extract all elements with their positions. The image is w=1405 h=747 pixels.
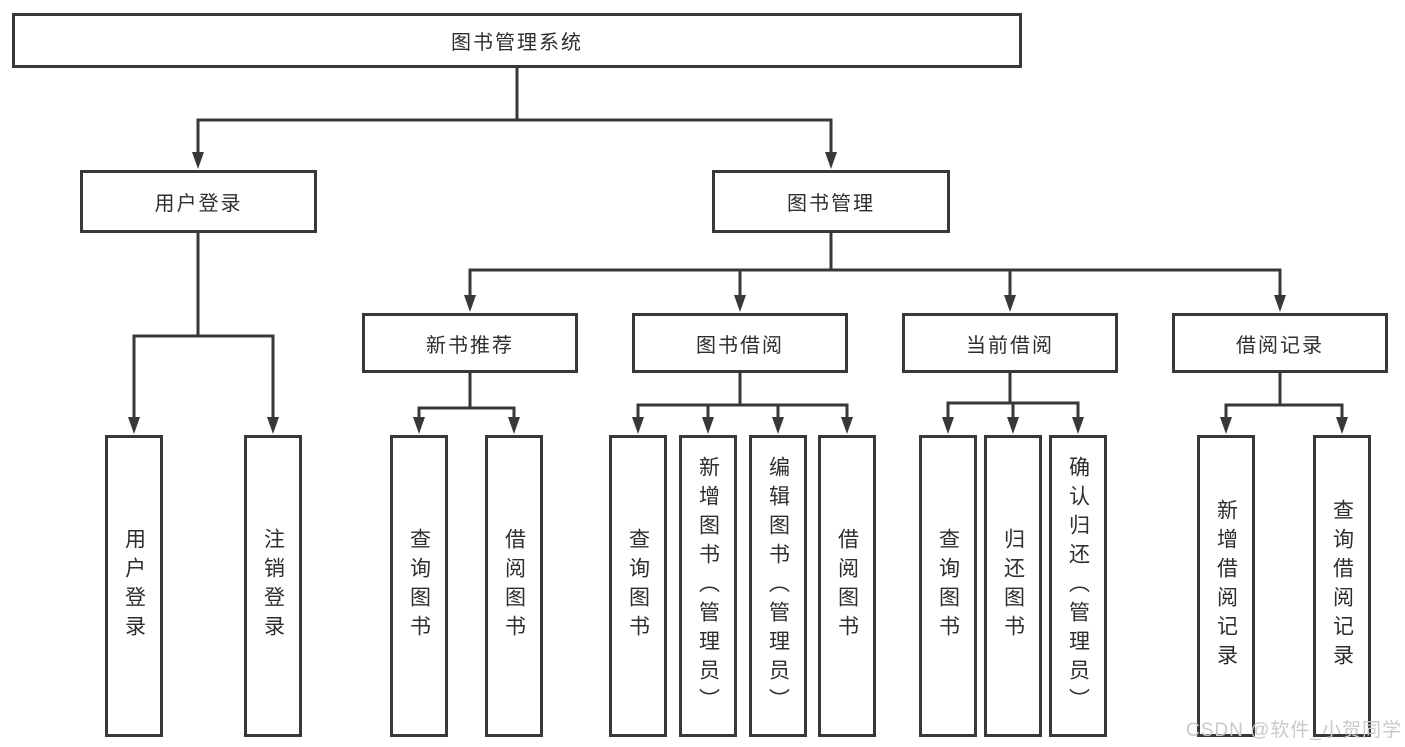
node-new-book-recommendation: 新书推荐: [362, 313, 578, 373]
node-label: 新增借阅记录: [1214, 499, 1238, 673]
node-label: 归还图书: [1001, 528, 1025, 644]
node-query-books-recommend: 查询图书: [390, 435, 448, 737]
node-label: 注销登录: [261, 528, 285, 644]
node-label: 借阅图书: [502, 528, 526, 644]
csdn-watermark: CSDN @软件_小贺同学: [1186, 720, 1402, 741]
node-label: 图书管理系统: [451, 32, 583, 54]
node-add-borrow-record: 新增借阅记录: [1197, 435, 1255, 737]
node-label: 图书管理: [787, 193, 875, 215]
node-add-book-admin: 新增图书（管理员）: [679, 435, 737, 737]
node-logout: 注销登录: [244, 435, 302, 737]
node-confirm-return-admin: 确认归还（管理员）: [1049, 435, 1107, 737]
node-user-login-branch: 用户登录: [80, 170, 317, 233]
node-label: 借阅图书: [835, 528, 859, 644]
node-library-management-system: 图书管理系统: [12, 13, 1022, 68]
node-borrowing-records: 借阅记录: [1172, 313, 1388, 373]
node-label: 图书借阅: [696, 334, 784, 357]
node-label: 当前借阅: [966, 334, 1054, 357]
node-edit-book-admin: 编辑图书（管理员）: [749, 435, 807, 737]
node-label: 新书推荐: [426, 334, 514, 357]
node-book-borrowing: 图书借阅: [632, 313, 848, 373]
node-borrow-books-recommend: 借阅图书: [485, 435, 543, 737]
node-current-borrowing: 当前借阅: [902, 313, 1118, 373]
node-book-management-branch: 图书管理: [712, 170, 950, 233]
node-query-books-borrowing: 查询图书: [609, 435, 667, 737]
node-label: 查询图书: [936, 528, 960, 644]
node-label: 查询借阅记录: [1330, 499, 1354, 673]
node-label: 编辑图书（管理员）: [766, 455, 790, 717]
node-label: 查询图书: [407, 528, 431, 644]
node-label: 确认归还（管理员）: [1066, 455, 1090, 717]
node-label: 借阅记录: [1236, 334, 1324, 357]
node-label: 新增图书（管理员）: [696, 455, 720, 717]
node-label: 查询图书: [626, 528, 650, 644]
node-label: 用户登录: [122, 528, 146, 644]
node-label: 用户登录: [154, 193, 243, 215]
node-query-borrow-record: 查询借阅记录: [1313, 435, 1371, 737]
node-query-books-current: 查询图书: [919, 435, 977, 737]
node-borrow-books-borrowing: 借阅图书: [818, 435, 876, 737]
node-return-book: 归还图书: [984, 435, 1042, 737]
node-user-login-leaf: 用户登录: [105, 435, 163, 737]
arrowhead-icons: [128, 152, 1348, 434]
